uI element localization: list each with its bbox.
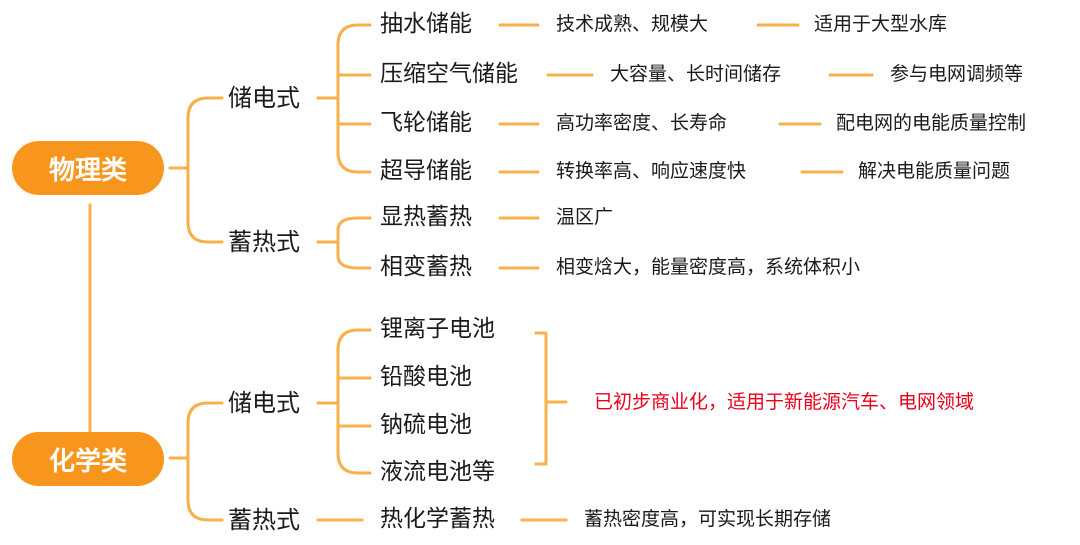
chem-thermal-item: 热化学蓄热 — [380, 506, 495, 532]
item-feature: 温区广 — [556, 206, 614, 228]
item-name: 抽水储能 — [380, 11, 472, 37]
battery-right-bracket — [534, 331, 548, 466]
item-name: 压缩空气储能 — [380, 61, 518, 87]
item-feature: 相变焓大，能量密度高，系统体积小 — [556, 256, 861, 278]
root-node-chemical: 化学类 — [12, 432, 164, 486]
item-use: 适用于大型水库 — [814, 13, 948, 35]
chem-thermal-label: 蓄热式 — [228, 506, 300, 534]
phys-thermal-label: 蓄热式 — [228, 228, 300, 256]
item-name: 超导储能 — [380, 158, 472, 184]
item-feature: 高功率密度、长寿命 — [556, 112, 728, 134]
phys-bracket — [186, 96, 210, 244]
item-name: 相变蓄热 — [380, 254, 472, 280]
item-name: 显热蓄热 — [380, 204, 472, 230]
battery-note: 已初步商业化，适用于新能源汽车、电网领域 — [594, 391, 975, 413]
battery-item: 钠硫电池 — [380, 412, 472, 438]
chem-bracket — [186, 401, 210, 522]
item-use: 参与电网调频等 — [890, 63, 1024, 85]
chem-thermal-feature: 蓄热密度高，可实现长期存储 — [584, 508, 832, 530]
battery-item: 液流电池等 — [380, 459, 495, 485]
item-feature: 大容量、长时间储存 — [610, 63, 782, 85]
phys-storage-bracket — [336, 23, 360, 174]
chem-storage-bracket — [336, 328, 360, 475]
root-node-physical: 物理类 — [12, 141, 164, 195]
phys-storage-label: 储电式 — [228, 84, 300, 112]
battery-item: 锂离子电池 — [380, 316, 495, 342]
item-feature: 转换率高、响应速度快 — [556, 160, 747, 182]
item-use: 配电网的电能质量控制 — [836, 112, 1027, 134]
item-name: 飞轮储能 — [380, 110, 472, 136]
phys-thermal-bracket — [336, 216, 360, 270]
item-feature: 技术成熟、规模大 — [556, 13, 709, 35]
chem-storage-label: 储电式 — [228, 389, 300, 417]
battery-item: 铅酸电池 — [380, 364, 472, 390]
item-use: 解决电能质量问题 — [858, 160, 1011, 182]
